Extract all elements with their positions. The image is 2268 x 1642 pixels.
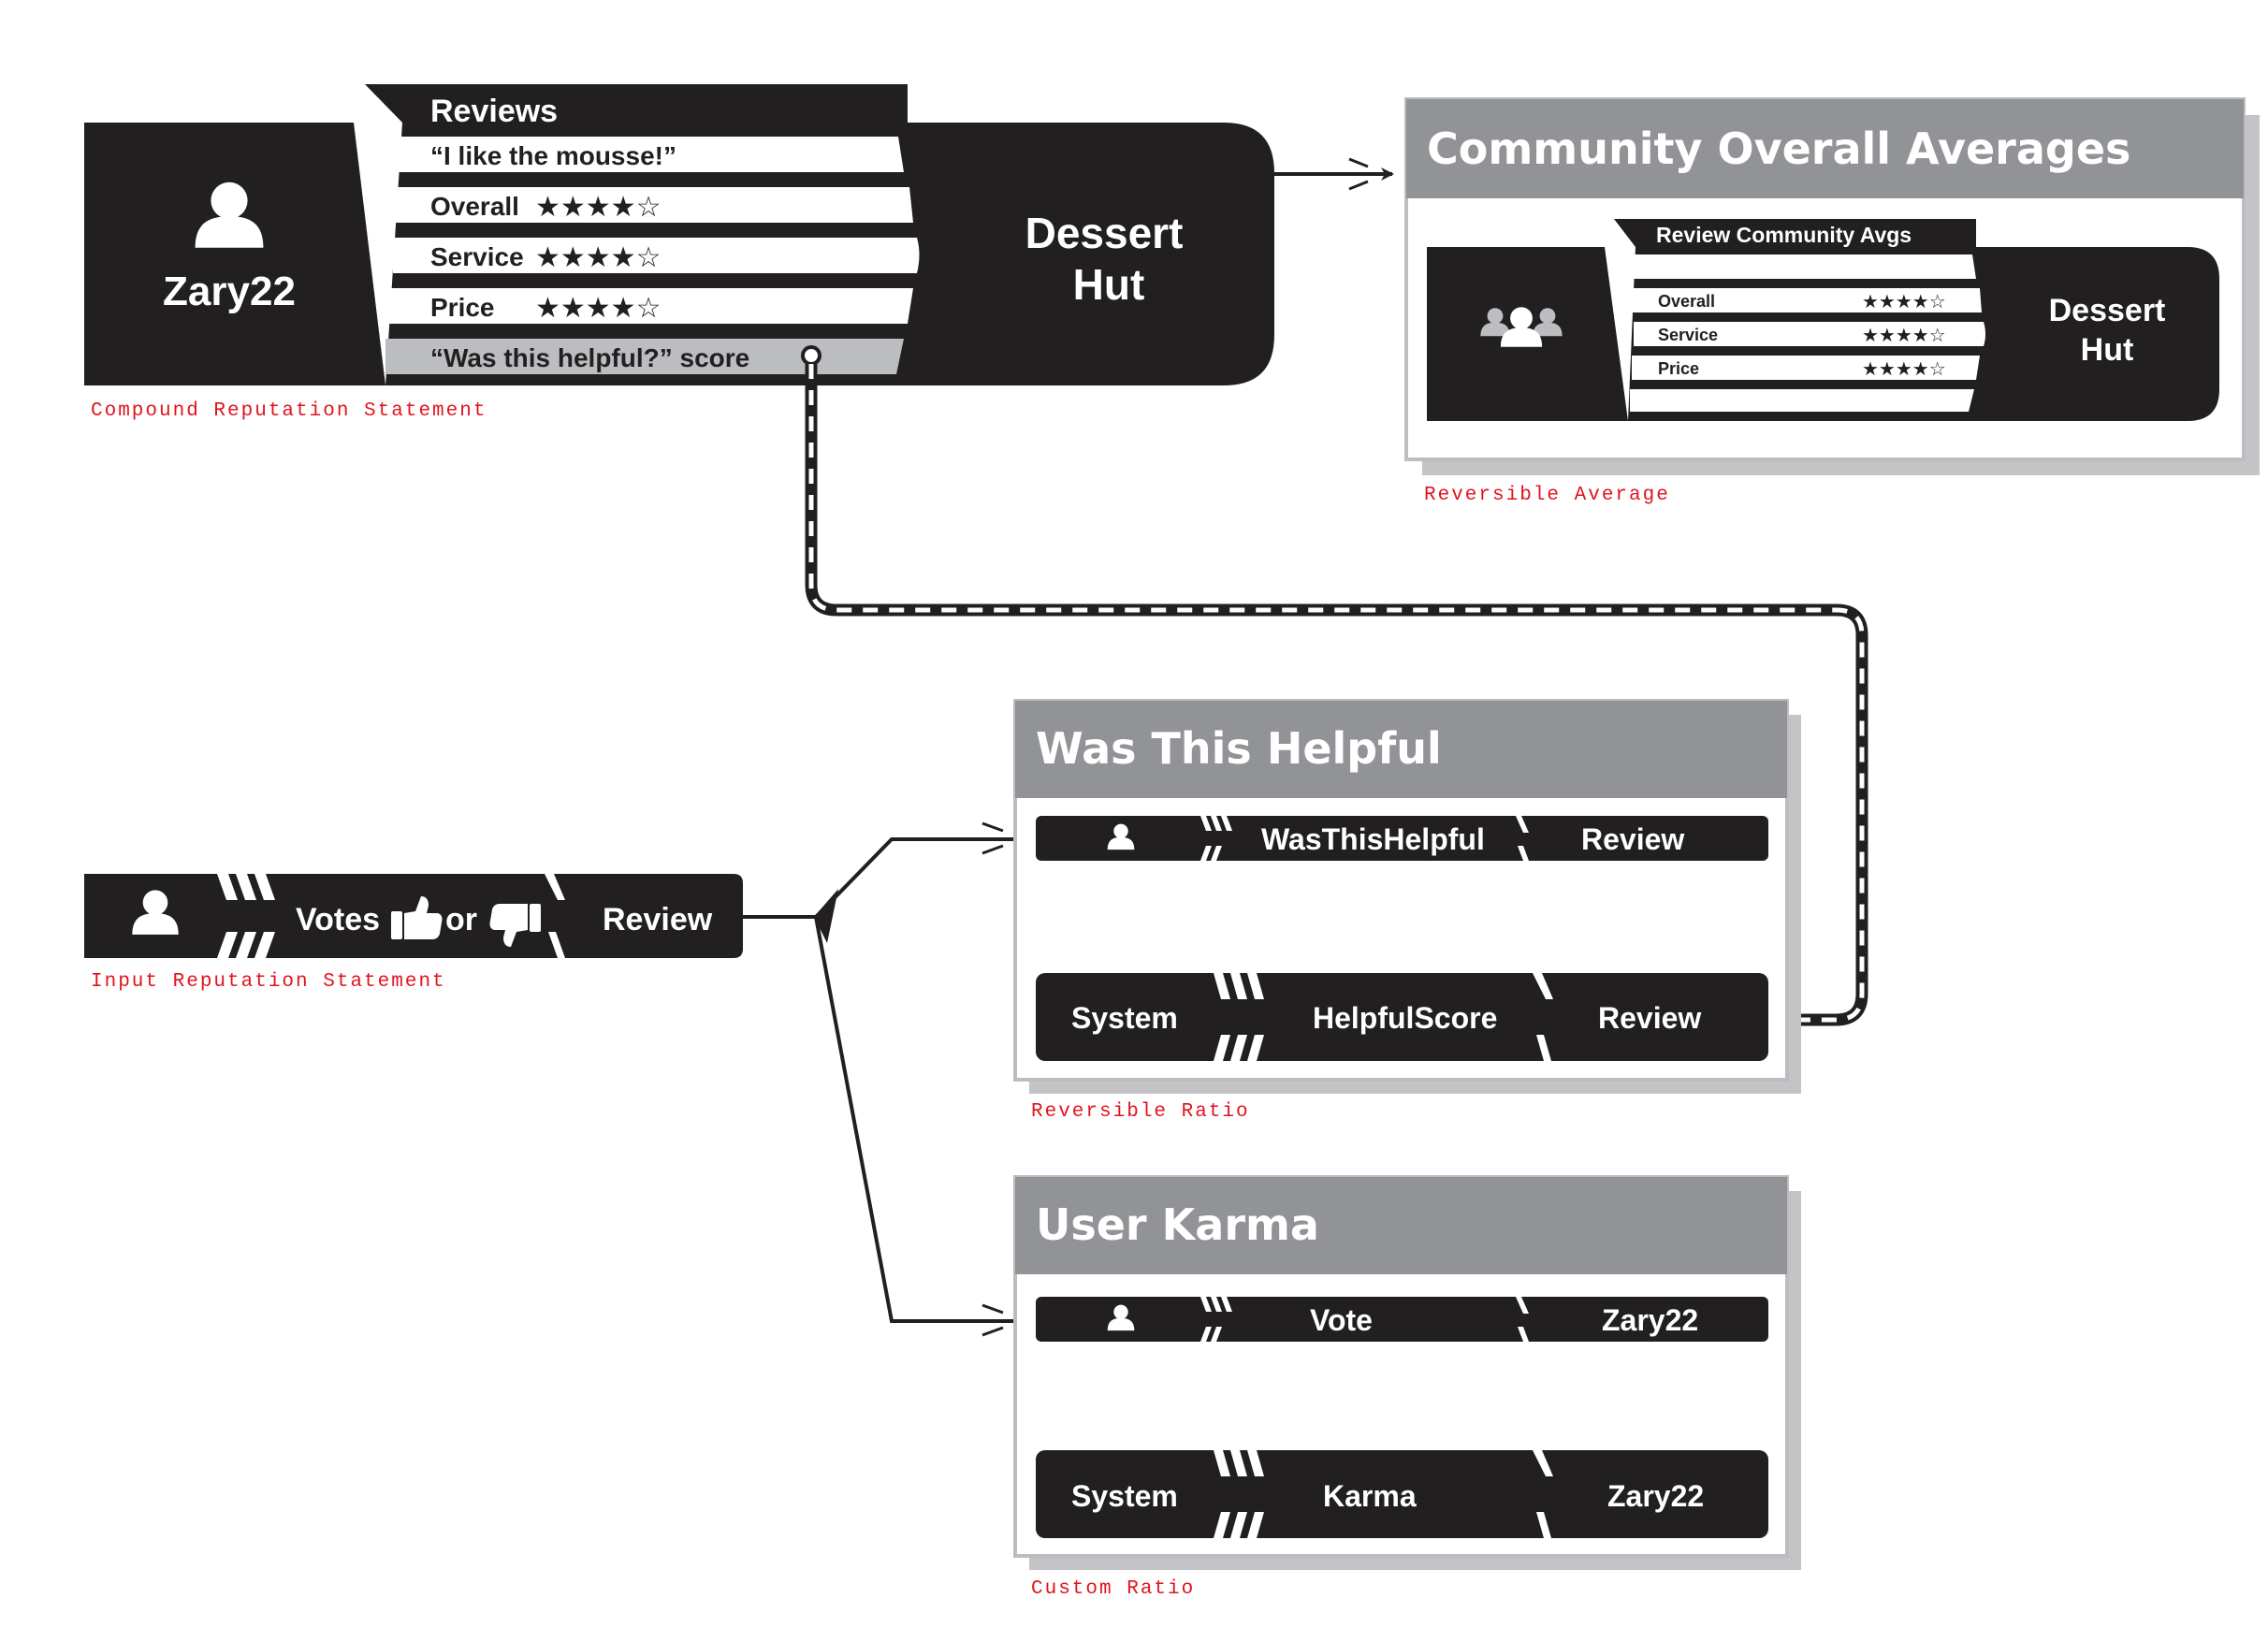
source-block [84, 123, 385, 385]
karma-caption: Custom Ratio [1031, 1578, 1195, 1600]
row2-source: System [1071, 1001, 1178, 1035]
user-karma-panel: User Karma Vote Zary22 System Karma Zary… [1013, 1175, 1801, 1600]
row2-claim: Karma [1323, 1479, 1417, 1513]
panel-title: Was This Helpful [1036, 723, 1442, 774]
divider-slashes [1214, 1450, 1553, 1538]
row1-target: Zary22 [1602, 1303, 1698, 1337]
or-label: or [445, 902, 477, 937]
avg-service-stars: ★★★★☆ [1862, 324, 1946, 346]
avg-price-label: Price [1658, 359, 1699, 378]
divider-slashes [1200, 1297, 1529, 1342]
input-target-label: Review [603, 902, 713, 937]
overall-stars: ★★★★☆ [535, 191, 661, 224]
review-row [385, 137, 904, 172]
average-row [1632, 356, 1980, 380]
statement-bar [1036, 1450, 1768, 1538]
target-line-1: Dessert [2049, 293, 2166, 328]
thumbs-down-icon [489, 904, 541, 947]
divider-slashes [1200, 816, 1529, 861]
branch-connector [743, 821, 1070, 1337]
row2-target: Review [1598, 1001, 1701, 1035]
review-row [389, 187, 913, 223]
review-row-helpful [385, 339, 904, 374]
price-stars: ★★★★☆ [535, 292, 661, 325]
claim-header: Review Community Avgs [1656, 223, 1912, 247]
panel-title-bar [1015, 701, 1787, 798]
row2-target: Zary22 [1607, 1479, 1704, 1513]
target-line-1: Dessert [1025, 209, 1184, 257]
target-line-2: Hut [2081, 332, 2134, 368]
review-rows: “I like the mousse!” Overall ★★★★☆ Servi… [385, 137, 920, 374]
review-row [393, 238, 920, 273]
compound-reputation-statement: Zary22 Reviews Dessert Hut “I like the m… [84, 84, 1274, 422]
overall-label: Overall [430, 192, 519, 221]
community-averages-panel: Community Overall Averages Review Commun… [1404, 97, 2260, 506]
votes-label: Votes [296, 902, 380, 937]
row2-source: System [1071, 1479, 1178, 1513]
row1-claim: Vote [1310, 1303, 1373, 1337]
average-rows: Overall ★★★★☆ Service ★★★★☆ Price ★★★★☆ [1630, 254, 1985, 412]
avg-service-label: Service [1658, 326, 1718, 344]
average-row [1630, 254, 1976, 279]
input-caption: Input Reputation Statement [91, 971, 446, 993]
target-block [1988, 247, 2219, 421]
panel-title-bar [1015, 1177, 1787, 1274]
target-line-2: Hut [1073, 260, 1145, 309]
connector-node [801, 345, 821, 366]
target-block [926, 123, 1274, 385]
panel-title: Community Overall Averages [1427, 124, 2130, 174]
arrow-to-community [1274, 157, 1394, 191]
price-label: Price [430, 293, 495, 322]
panel-title: User Karma [1036, 1199, 1319, 1250]
divider-slashes [217, 874, 565, 958]
dashed-connector [805, 364, 1868, 1026]
arrow-icon [1348, 157, 1369, 191]
thumbs-up-icon [391, 896, 443, 939]
service-stars: ★★★★☆ [535, 241, 661, 274]
community-caption: Reversible Average [1424, 485, 1670, 506]
row1-target: Review [1581, 822, 1684, 856]
statement-bar [1036, 973, 1768, 1061]
row1-claim: WasThisHelpful [1261, 822, 1485, 856]
average-row [1630, 389, 1974, 412]
arrow-icon [981, 821, 1004, 855]
source-user-label: Zary22 [163, 269, 296, 314]
branch-wedge [814, 889, 838, 943]
panel-title-bar [1406, 99, 2244, 198]
divider-slashes [1214, 973, 1553, 1061]
helpful-score-label: “Was this helpful?” score [430, 343, 749, 372]
input-reputation-statement: Votes or Review Input Reputation Stateme… [84, 874, 743, 993]
service-label: Service [430, 242, 524, 271]
arrow-icon [981, 1303, 1004, 1337]
review-quote: “I like the mousse!” [430, 141, 676, 170]
average-row [1632, 288, 1982, 312]
average-row [1634, 322, 1985, 346]
helpful-caption: Reversible Ratio [1031, 1101, 1250, 1123]
review-row [389, 288, 913, 324]
row2-claim: HelpfulScore [1313, 1001, 1497, 1035]
avg-price-stars: ★★★★☆ [1862, 357, 1946, 380]
compound-caption: Compound Reputation Statement [91, 400, 487, 422]
avg-overall-label: Overall [1658, 292, 1715, 311]
claim-header: Reviews [430, 94, 558, 129]
avg-overall-stars: ★★★★☆ [1862, 290, 1946, 312]
was-this-helpful-panel: Was This Helpful WasThisHelpful Review S… [1013, 699, 1801, 1123]
